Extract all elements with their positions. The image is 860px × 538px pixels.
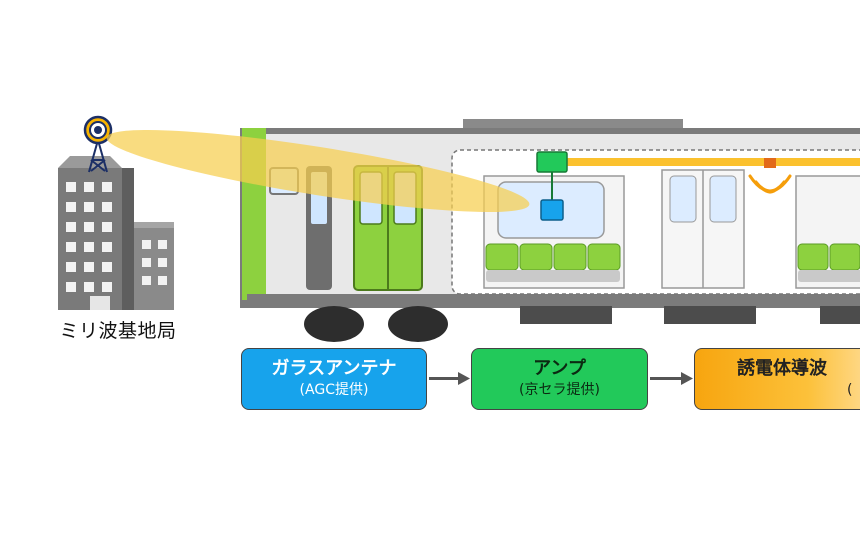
arrow-right-icon (429, 372, 693, 385)
glass-antenna-title: ガラスアンテナ (271, 358, 397, 379)
base-station-label: ミリ波基地局 (59, 320, 177, 342)
dielectric-waveguide-title: 誘電体導波 (737, 358, 827, 379)
amplifier-title: アンプ (533, 358, 586, 379)
amplifier-box: アンプ (京セラ提供) (471, 348, 648, 410)
building-icon (58, 156, 174, 310)
base-station-tower-icon (83, 115, 113, 173)
mmwave-beam (106, 129, 530, 213)
amplifier-provider: (京セラ提供) (519, 382, 600, 398)
glass-antenna-box: ガラスアンテナ (AGC提供) (241, 348, 427, 410)
dielectric-waveguide-box: 誘電体導波 ( (694, 348, 860, 410)
glass-antenna-provider: (AGC提供) (299, 382, 369, 398)
dielectric-waveguide-provider: ( (847, 382, 853, 398)
train-icon (240, 119, 860, 342)
signal-wave-icon (748, 174, 792, 194)
